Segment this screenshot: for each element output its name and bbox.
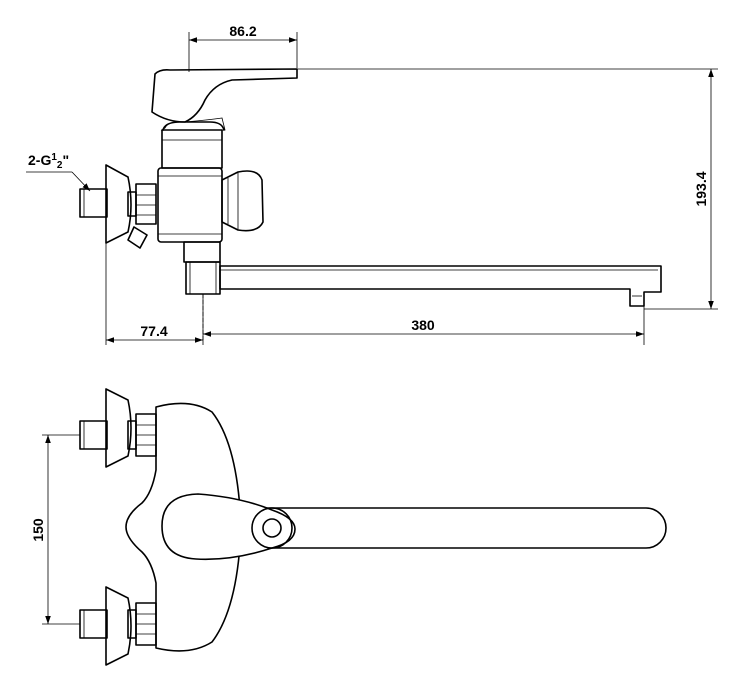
inlet-nut xyxy=(135,183,157,225)
cartridge-neck xyxy=(161,129,223,169)
dim-wall-offset: 77.4 xyxy=(140,323,167,339)
valve-body xyxy=(157,167,223,243)
top-dimensions: 150 xyxy=(30,434,80,625)
thread-label: 2-G12" xyxy=(28,152,69,171)
handle-end-ring xyxy=(251,507,293,549)
lever-handle xyxy=(151,68,298,123)
diverter-knob xyxy=(221,170,264,232)
upper-flange xyxy=(105,388,132,468)
spout xyxy=(219,265,662,307)
dim-total-height: 193.4 xyxy=(693,171,709,206)
lever-handle-top xyxy=(161,493,296,561)
dim-handle-reach: 86.2 xyxy=(229,23,256,39)
side-view xyxy=(79,68,662,307)
dim-inlet-spacing: 150 xyxy=(30,518,46,542)
lower-flange xyxy=(105,586,132,666)
wall-flange xyxy=(105,164,132,244)
side-dimensions: 86.2 193.4 77.4 380 2-G12" xyxy=(26,23,718,345)
dim-spout-length: 380 xyxy=(411,317,435,333)
swivel-collar xyxy=(183,241,221,263)
top-view xyxy=(79,388,667,666)
spout-top xyxy=(229,507,667,549)
inlet-pipe xyxy=(79,188,108,218)
